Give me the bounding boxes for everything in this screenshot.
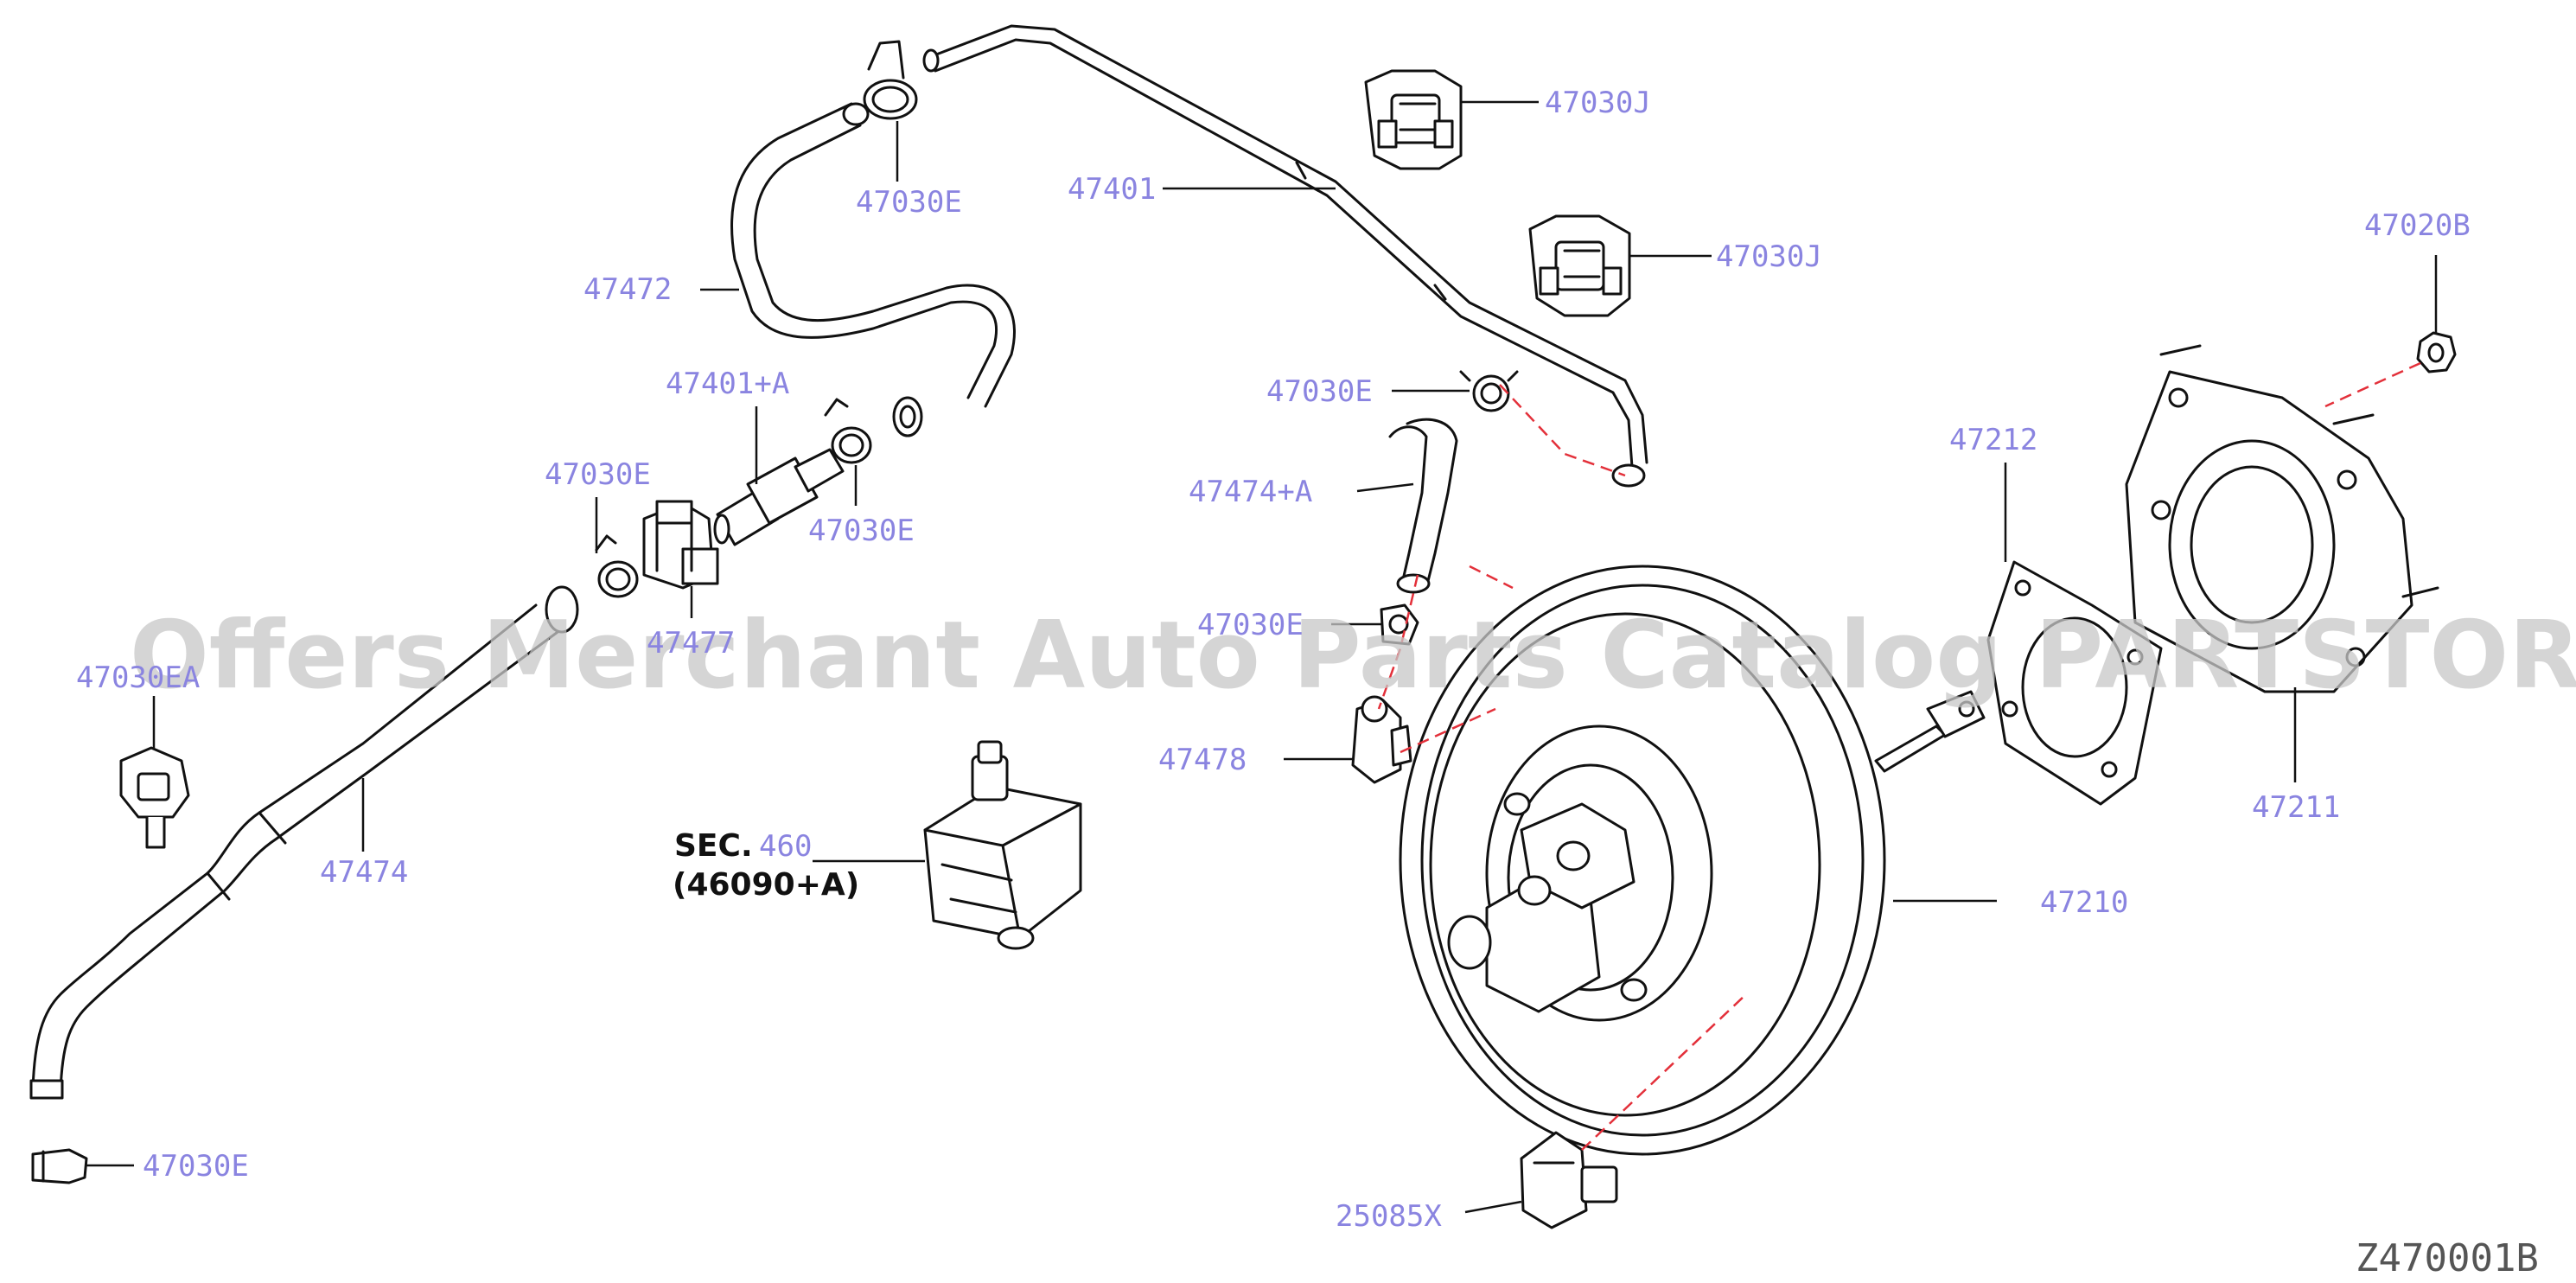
label-25085X[interactable]: 25085X: [1336, 1199, 1442, 1234]
label-47030EA[interactable]: 47030EA: [76, 661, 200, 695]
bracket-47030EA[interactable]: [119, 746, 190, 849]
label-47401[interactable]: 47401: [1068, 172, 1156, 207]
check-valve-47477[interactable]: [642, 500, 719, 590]
label-47212[interactable]: 47212: [1949, 423, 2037, 457]
label-47210[interactable]: 47210: [2040, 885, 2128, 920]
label-47030J-upper[interactable]: 47030J: [1545, 86, 1651, 120]
label-47030E-mid2[interactable]: 47030E: [808, 514, 915, 548]
label-47030E-hose[interactable]: 47030E: [1266, 374, 1373, 409]
brake-booster-47210[interactable]: [1399, 565, 1986, 1156]
label-47030E-mid1[interactable]: 47030E: [545, 457, 651, 492]
label-47030E-lower[interactable]: 47030E: [1197, 608, 1304, 642]
sensor-25085X[interactable]: [1520, 1131, 1618, 1229]
label-47477[interactable]: 47477: [647, 626, 735, 661]
gasket-47212[interactable]: [1986, 560, 2163, 806]
hose-47472[interactable]: [730, 102, 1016, 437]
canister-46090A[interactable]: [923, 740, 1082, 950]
label-47020B[interactable]: 47020B: [2364, 208, 2471, 243]
leader-lines: [86, 100, 2438, 1214]
dashed-callouts: [1377, 361, 2421, 1151]
joint-47401A[interactable]: [713, 448, 845, 546]
label-47030E-bottom[interactable]: 47030E: [143, 1149, 249, 1184]
bracket-47030J-lower[interactable]: [1528, 214, 1631, 317]
label-47030J-lower[interactable]: 47030J: [1716, 239, 1822, 274]
label-47401A[interactable]: 47401+A: [666, 367, 789, 401]
clamp-47030E-mid2[interactable]: [824, 398, 872, 464]
diagram-code: Z470001B: [2356, 1236, 2539, 1280]
label-47030E-top[interactable]: 47030E: [856, 185, 962, 220]
label-47211[interactable]: 47211: [2252, 790, 2340, 825]
label-46090A[interactable]: (46090+A): [673, 867, 859, 903]
label-47474A[interactable]: 47474+A: [1189, 475, 1312, 509]
label-47478[interactable]: 47478: [1158, 743, 1247, 777]
clamp-47030E-mid1[interactable]: [595, 534, 639, 598]
watermark-text: Offers Merchant Auto Parts Catalog PARTS…: [130, 602, 2576, 710]
hose-47474A[interactable]: [1388, 418, 1458, 594]
label-47472[interactable]: 47472: [583, 272, 672, 307]
nut-47020B[interactable]: [2416, 331, 2457, 373]
clamp-47030E-top[interactable]: [863, 40, 918, 120]
pipe-47401[interactable]: [922, 24, 1648, 488]
clamp-47030E-bottom[interactable]: [31, 1148, 88, 1184]
label-47474[interactable]: 47474: [320, 855, 408, 890]
fitting-47478[interactable]: [1351, 695, 1412, 784]
label-sec-number[interactable]: 460: [759, 829, 812, 864]
bracket-47030J-upper[interactable]: [1364, 69, 1463, 170]
plate-47211[interactable]: [2125, 344, 2439, 693]
hose-47474[interactable]: [29, 585, 579, 1100]
label-sec: SEC.: [674, 828, 753, 864]
